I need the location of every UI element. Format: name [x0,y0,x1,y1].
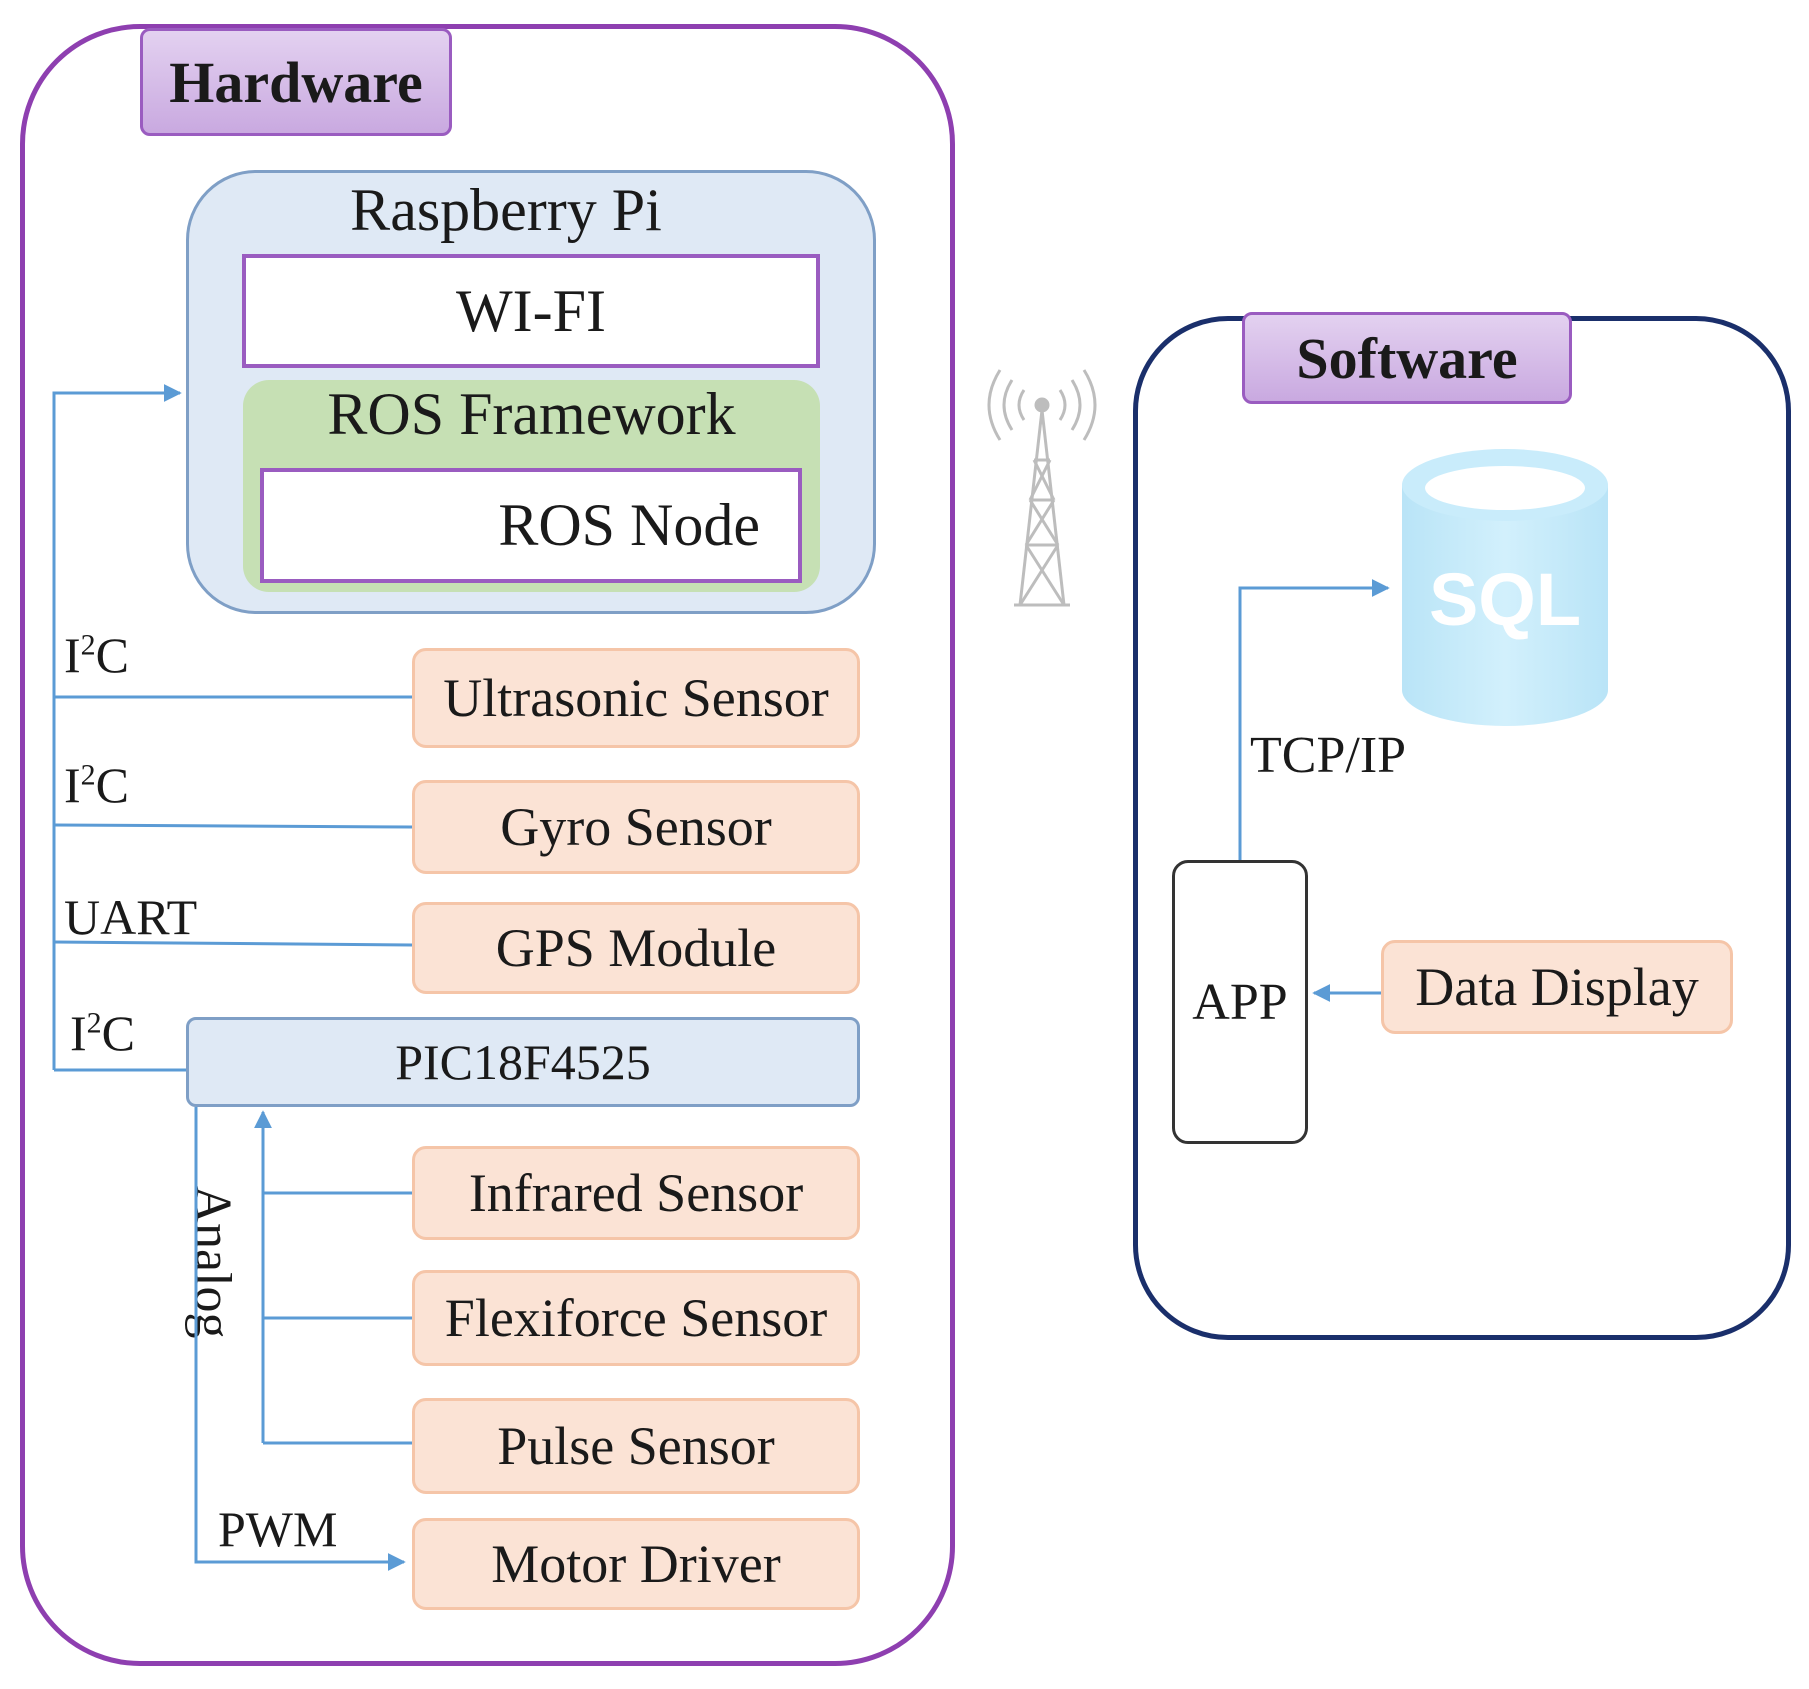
database-icon: SQL [1402,449,1608,726]
i2c-label-pic: I2C [70,1005,136,1061]
motor-driver-box: Motor Driver [412,1518,860,1610]
cell-tower-icon [987,369,1097,607]
pwm-label: PWM [218,1501,338,1557]
gps-module-box: GPS Module [412,902,860,994]
wifi-module: WI-FI [242,254,820,368]
ultrasonic-sensor-box: Ultrasonic Sensor [412,648,860,748]
analog-bus-connector [254,1110,412,1445]
app-box: APP [1172,860,1308,1144]
ros-framework-title: ROS Framework [327,380,736,447]
pulse-sensor-box: Pulse Sensor [412,1398,860,1494]
infrared-sensor-box: Infrared Sensor [412,1146,860,1240]
hardware-panel [20,24,955,1666]
tcpip-label: TCP/IP [1250,727,1407,784]
main-bus-connector [52,384,413,1072]
data-display-box: Data Display [1381,940,1733,1034]
hardware-title: Hardware [140,28,452,136]
database-label: SQL [1429,558,1581,641]
software-title: Software [1242,312,1572,404]
i2c-label-gyro: I2C [64,757,130,813]
i2c-label-ultrasonic: I2C [64,627,130,683]
pic-microcontroller: PIC18F4525 [186,1017,860,1107]
pwm-connector [194,1107,406,1571]
uart-label: UART [64,889,198,945]
gyro-sensor-box: Gyro Sensor [412,780,860,874]
ros-node: ROS Node [260,468,802,583]
raspberry-pi-title: Raspberry Pi [350,176,662,243]
tcpip-connector [1238,579,1390,860]
flexiforce-sensor-box: Flexiforce Sensor [412,1270,860,1366]
